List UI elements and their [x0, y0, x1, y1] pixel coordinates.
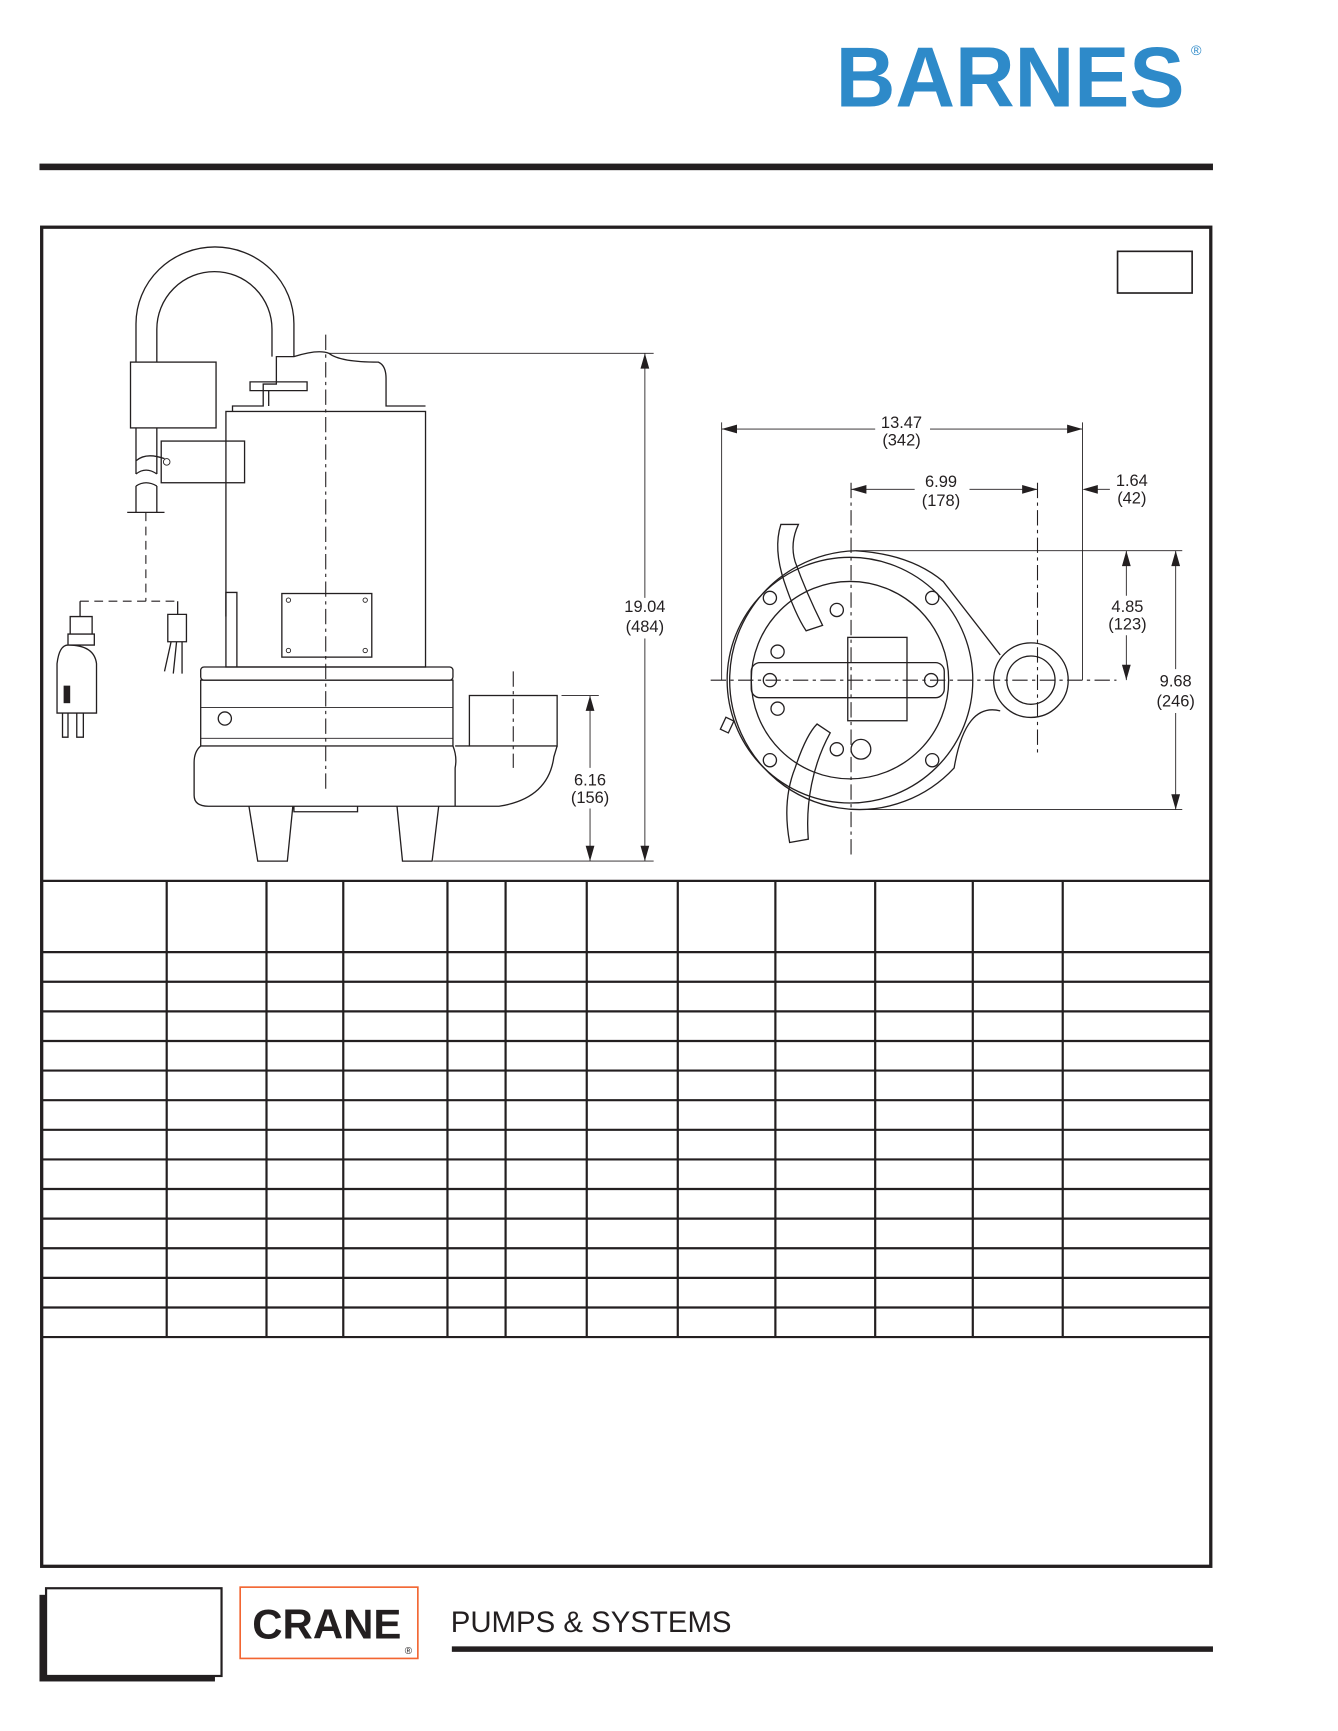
discharge-height-mm: (156)	[571, 789, 609, 807]
crane-logo-box	[239, 1586, 419, 1660]
footer-rule	[451, 1646, 1213, 1652]
crane-registered-mark: ®	[405, 1646, 413, 1657]
header-rule	[39, 163, 1213, 171]
overall-depth-in: 9.68	[1160, 673, 1192, 691]
pump-side-view	[56, 246, 558, 862]
brand-name: BARNES	[836, 31, 1185, 126]
discharge-to-back-mm: (123)	[1108, 616, 1146, 634]
discharge-offset-in: 1.64	[1116, 472, 1148, 490]
pump-top-view	[710, 482, 1117, 858]
footer-tagline: PUMPS & SYSTEMS	[451, 1606, 732, 1639]
overall-width-in: 13.47	[881, 414, 922, 432]
crane-logo: CRANE	[252, 1601, 401, 1648]
discharge-to-back-in: 4.85	[1111, 598, 1143, 616]
spec-table	[41, 879, 1211, 1339]
footer: CRANE ® PUMPS & SYSTEMS	[39, 1586, 1213, 1682]
side-view-dimensions: 19.04 (484) 6.16 (156)	[329, 352, 665, 862]
overall-depth-mm: (246)	[1156, 692, 1194, 710]
model-box	[1116, 250, 1193, 294]
top-view-dimensions: 13.47 (342) 6.99 (178) 1.64 (42) 4.85 (1…	[721, 414, 1195, 811]
registered-mark: ®	[1191, 43, 1202, 59]
discharge-offset-mm: (42)	[1117, 490, 1146, 508]
junction-plate	[281, 592, 373, 658]
cord-tag	[160, 440, 246, 484]
center-to-discharge-mm: (178)	[922, 492, 960, 510]
plug-icon	[56, 615, 98, 738]
barnes-logo: BARNES ®	[836, 31, 1202, 126]
discharge-height-in: 6.16	[574, 771, 606, 789]
overall-height-in: 19.04	[624, 598, 665, 616]
overall-height-mm: (484)	[626, 618, 664, 636]
center-to-discharge-in: 6.99	[925, 473, 957, 491]
content-frame	[40, 225, 1213, 1568]
overall-width-mm: (342)	[882, 431, 920, 449]
